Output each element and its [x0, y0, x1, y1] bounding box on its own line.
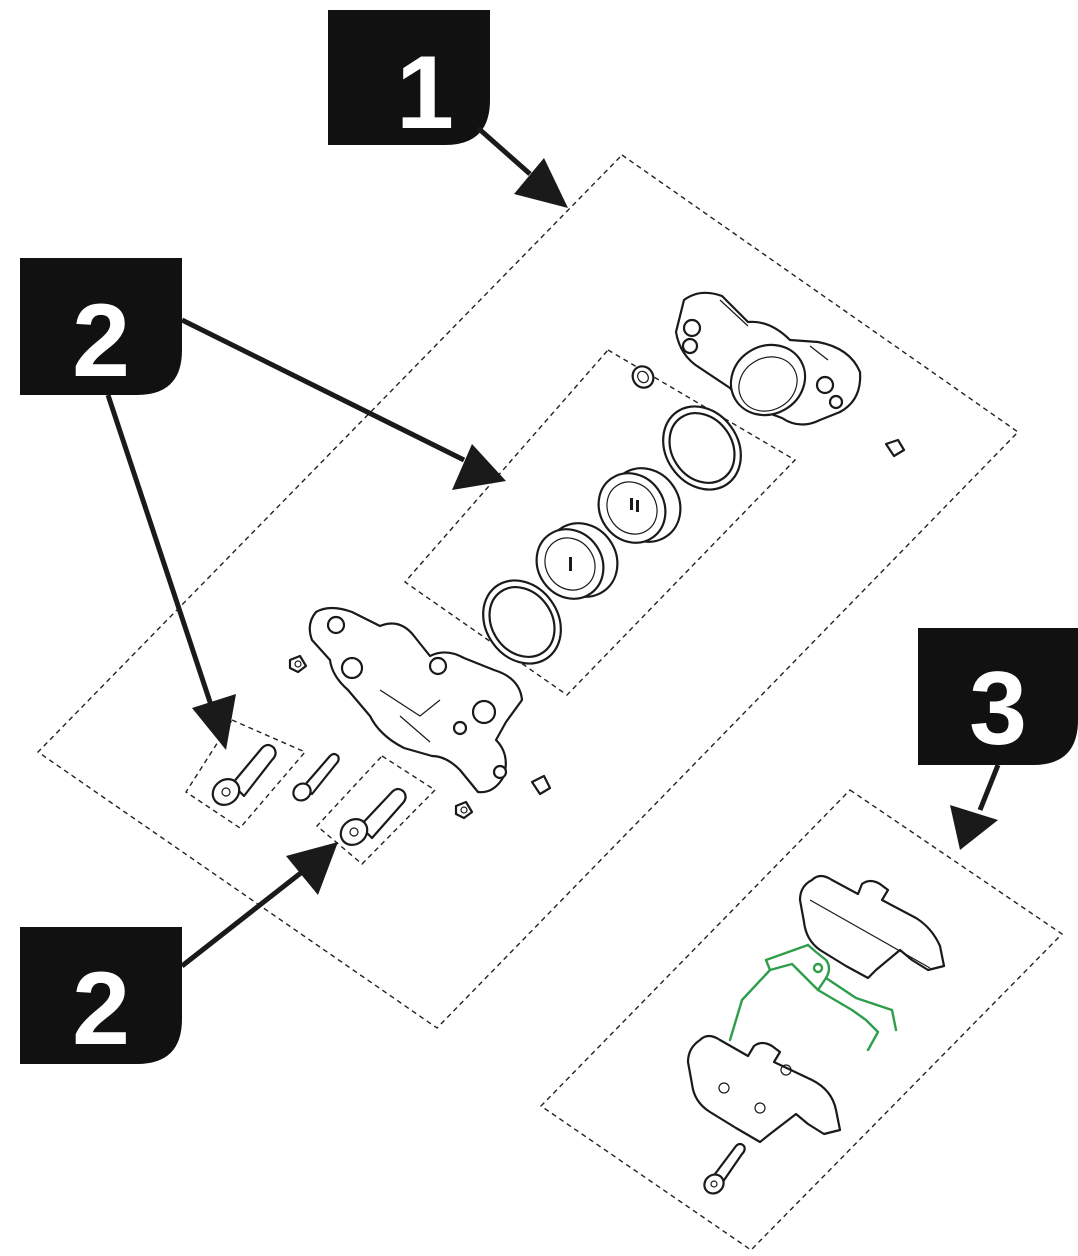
arrow-icon: [514, 158, 568, 208]
piston-upper: piston-icon: [597, 467, 682, 544]
arrow-1: [476, 126, 568, 208]
bleed-nipple-left: bleed-nipple-icon: [530, 774, 552, 796]
arrow-icon: [192, 694, 236, 750]
small-nut-lower: [454, 800, 474, 820]
callout-2-bottom: 2: [20, 927, 182, 1067]
brake-pad-upper: brake-pad-icon: [798, 874, 946, 980]
callout-2-bottom-number: 2: [72, 951, 130, 1067]
caliper-outboard-half: caliper-outboard-icon: [674, 291, 862, 426]
group-box-bolt-kit-a: [185, 719, 307, 829]
bolt-kit-a-bolt: bolt-icon: [211, 743, 277, 806]
group-box-pad-kit: [539, 789, 1064, 1251]
callout-2-top-badge: [20, 258, 182, 395]
callout-1-badge: [328, 10, 490, 145]
seal-ring-lower: seal-ring-icon: [482, 579, 562, 665]
callout-2-top: 2: [20, 258, 182, 399]
seal-ring-upper: seal-ring-icon: [662, 405, 742, 491]
small-screw-middle: bolt-icon: [292, 752, 340, 802]
bolt-kit-b-bolt: bolt-icon: [339, 787, 407, 846]
small-nut-left: [288, 654, 308, 674]
arrow-3: [950, 764, 1001, 850]
group-box-caliper-kit: [36, 154, 1020, 1029]
callout-1: 1: [328, 10, 490, 151]
group-box-bolt-kit-b: [315, 755, 437, 865]
callout-3-number: 3: [969, 651, 1027, 767]
arrow-2-top-to-pistons: [180, 317, 506, 490]
callout-3: 3: [918, 628, 1078, 767]
callout-1-number: 1: [396, 35, 454, 151]
brake-pad-lower: brake-pad-icon: [686, 1034, 842, 1144]
group-box-piston-kit: [403, 349, 797, 696]
callout-2-top-number: 2: [72, 283, 130, 399]
bleed-nipple-right: bleed-nipple-icon: [884, 438, 906, 458]
arrow-2-top-to-bolt: [105, 394, 236, 750]
small-o-ring: [631, 365, 655, 389]
arrow-icon: [452, 444, 506, 490]
callout-3-badge: [918, 628, 1078, 765]
arrow-2-bottom: [180, 842, 338, 968]
pad-retaining-bolt: bolt-icon: [703, 1142, 746, 1195]
piston-lower: piston-icon: [535, 522, 619, 600]
pad-spring: pad-spring-icon: [728, 943, 898, 1052]
callout-2-bottom-badge: [20, 927, 182, 1064]
arrow-icon: [950, 805, 998, 850]
caliper-inboard-half: caliper-inboard-icon: [308, 606, 524, 794]
arrow-icon: [286, 842, 338, 895]
